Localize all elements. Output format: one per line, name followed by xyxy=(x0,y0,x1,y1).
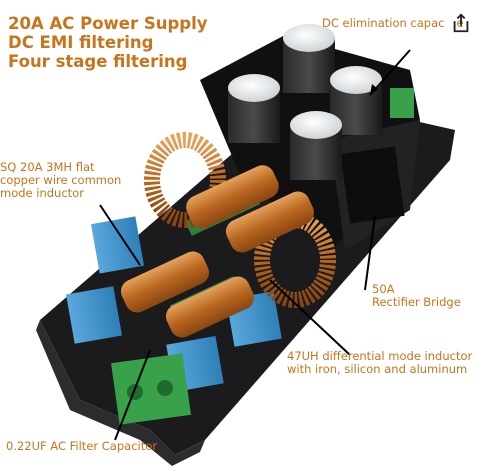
callout-line: 47UH differential mode inductor xyxy=(287,349,473,363)
callout-diff-inductor: 47UH differential mode inductor with iro… xyxy=(287,350,472,376)
differential-inductors xyxy=(120,165,315,338)
callout-line: with iron, silicon and aluminum xyxy=(287,362,468,376)
callout-text: DC elimination capac xyxy=(322,16,445,30)
title-line: DC EMI filtering xyxy=(8,33,154,52)
callout-cm-inductor: SQ 20A 3MH flat copper wire common mode … xyxy=(0,161,121,200)
x-capacitors xyxy=(66,216,282,392)
callout-text-tail: e xyxy=(456,16,464,30)
callout-ac-capacitor: 0.22UF AC Filter Capacitor xyxy=(6,439,157,453)
callout-line: mode inductor xyxy=(0,186,84,200)
callout-line: SQ 20A 3MH flat xyxy=(0,160,95,174)
terminal-right xyxy=(390,88,414,118)
callout-line: Rectifier Bridge xyxy=(372,295,461,309)
callout-line: copper wire common xyxy=(0,173,122,187)
common-mode-toroid-left xyxy=(144,132,226,228)
product-title: 20A AC Power Supply DC EMI filtering Fou… xyxy=(8,14,208,71)
rectifier-bridge xyxy=(340,146,405,224)
callout-line: 50A xyxy=(372,282,395,296)
callout-dc-elimination: DC elimination capac e xyxy=(322,17,464,30)
share-icon[interactable] xyxy=(450,12,472,34)
title-line: 20A AC Power Supply xyxy=(8,14,208,33)
dc-capacitors xyxy=(228,24,382,180)
terminal-input xyxy=(111,353,191,425)
callout-rectifier: 50A Rectifier Bridge xyxy=(372,283,461,309)
title-line: Four stage filtering xyxy=(8,52,188,71)
